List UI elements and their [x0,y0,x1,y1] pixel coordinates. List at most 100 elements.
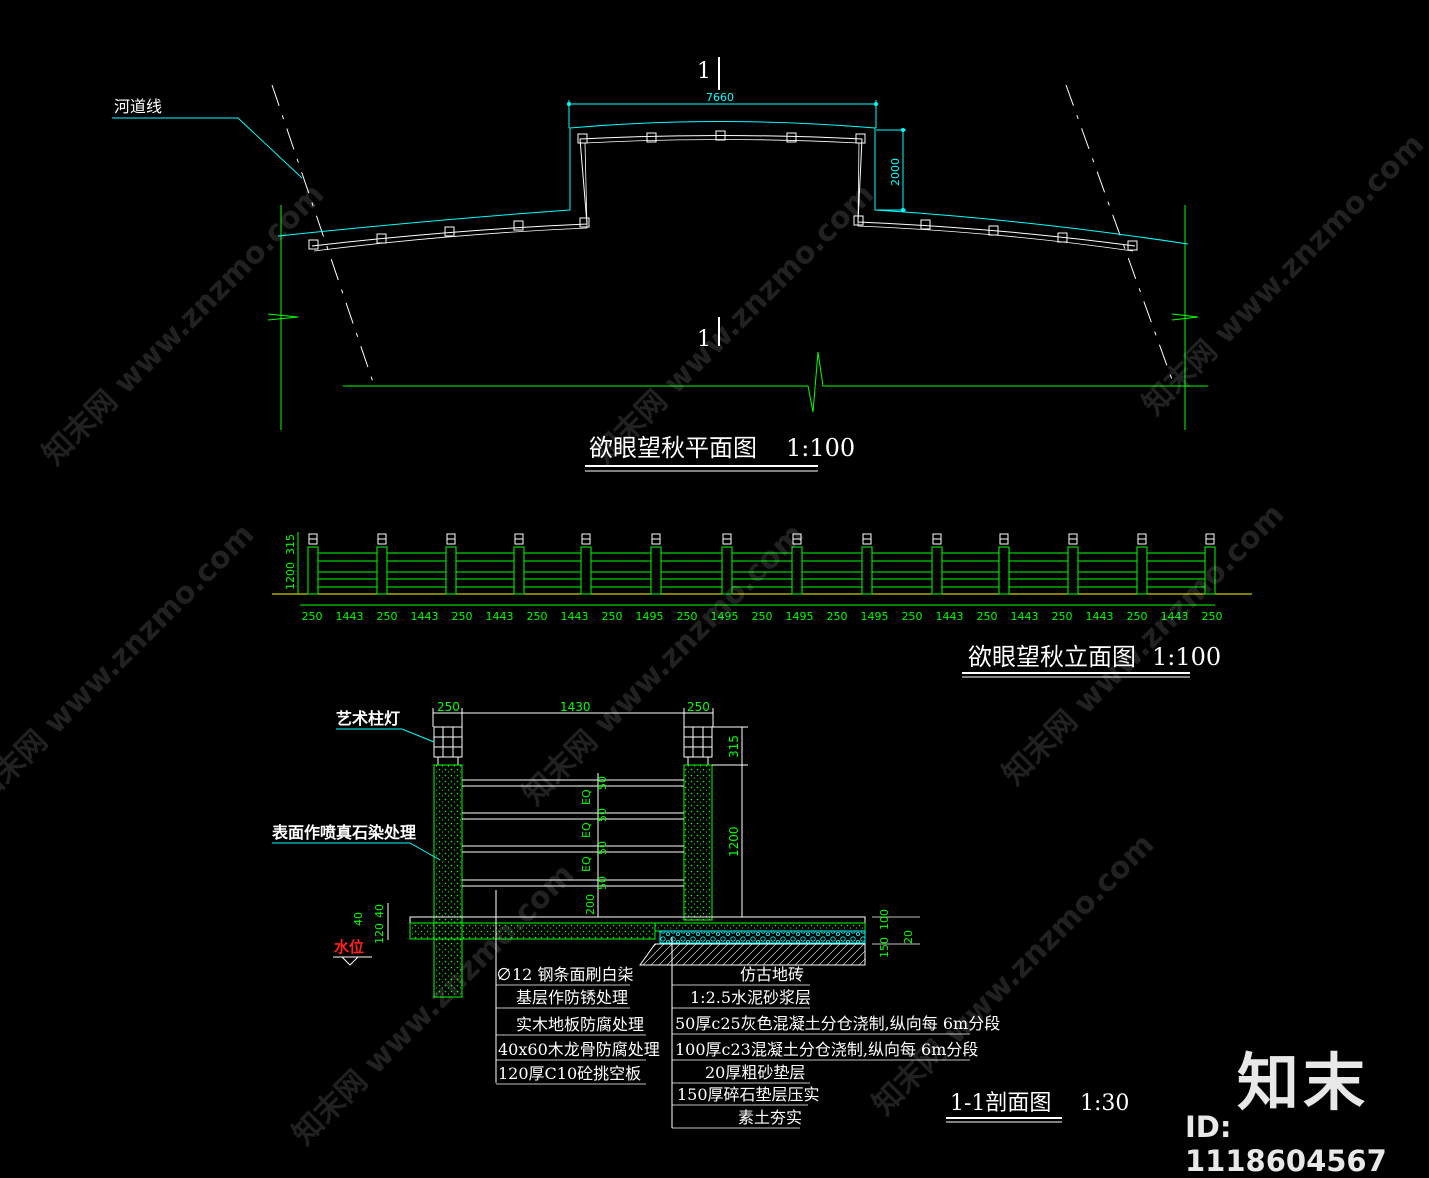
elevation-dim-label: 1443 [336,610,364,623]
rail-dim-label: 50 [596,808,609,822]
surface-label: 表面作喷真石染处理 [271,823,416,842]
elevation-post [650,533,662,595]
elevation-post [307,533,319,595]
right-note: 50厚c25灰色混凝土分仓浇制,纵向每 6m分段 [675,1014,1000,1033]
section-scale: 1:30 [1080,1091,1129,1116]
sec-dim-left-b: 40 [373,904,386,918]
plan-view: 河道线 7660 2000 [112,57,1208,472]
elevation-dim-label: 250 [1202,610,1223,623]
brand-logo: 知末 [1237,1046,1370,1119]
elevation-dim-label: 1495 [711,610,739,623]
sec-dim-height: 1200 [727,826,741,857]
elevation-dim-label: 1443 [486,610,514,623]
brand-block: 知末 ID: 1118604567 [1185,1032,1425,1178]
elevation-dim-label: 250 [977,610,998,623]
elevation-dim-label: 250 [302,610,323,623]
elev-dim-height: 1200 [284,562,297,590]
deck-slab [409,922,656,940]
water-level-label: 水位 [334,938,364,956]
elevation-dim-label: 1443 [936,610,964,623]
elevation-dim-label: 250 [677,610,698,623]
elevation-post [1067,533,1079,595]
sec-dim-span: 1430 [560,700,591,714]
elevation-dim-label: 1443 [561,610,589,623]
sec-dim-right-b: 150 [878,937,891,958]
river-line-label: 河道线 [114,97,162,116]
railing-outer [311,135,1136,247]
rail-dim-label: 50 [596,876,609,890]
left-note: 40x60木龙骨防腐处理 [498,1040,660,1059]
right-note: 150厚碎石垫层压实 [677,1085,820,1104]
elevation-post [580,533,592,595]
elevation-dim-label: 1495 [861,610,889,623]
elevation-dim-label: 250 [602,610,623,623]
elevation-post [861,533,873,595]
deck-outline [277,121,1189,245]
soil-layer [639,943,866,966]
sec-dim-right-c: 20 [902,930,915,944]
elevation-dim-label: 250 [377,610,398,623]
sec-dim-left-a: 40 [352,912,365,926]
elevation-dim-label: 250 [527,610,548,623]
left-note: 实木地板防腐处理 [516,1015,644,1034]
plan-title: 欲眼望秋平面图 [589,434,757,462]
elevation-dim-label: 1443 [1086,610,1114,623]
rail-dim-label: 50 [596,776,609,790]
gravel-layer [659,930,866,944]
section-mark-top: 1 [697,59,711,84]
right-note: 20厚粗砂垫层 [705,1063,805,1082]
rail-dim-label: EQ [580,789,593,805]
section-mark-bottom: 1 [697,327,711,352]
elevation-post [791,533,803,595]
elevation-dim-label: 1495 [786,610,814,623]
left-note: 120厚C10砼挑空板 [498,1064,641,1083]
right-note: 1:2.5水泥砂浆层 [690,988,811,1007]
sec-dim-post-left: 250 [437,700,460,714]
art-lamp-left [433,726,463,766]
elevation-dim-label: 1443 [1011,610,1039,623]
elevation-post [376,533,388,595]
elevation-scale: 1:100 [1152,643,1221,671]
right-note: 素土夯实 [738,1108,802,1127]
rail-dim-label: EQ [580,856,593,872]
art-lamp-label: 艺术柱灯 [336,709,400,728]
elevation-dim-label: 250 [1127,610,1148,623]
elevation-dim-label: 1495 [636,610,664,623]
river-line-right [1065,84,1176,389]
plan-scale: 1:100 [786,434,855,462]
elevation-post [931,533,943,595]
elevation-view: 315 1200 250 1443 250 1443 250 1443 250 1443 250… [272,532,1252,678]
plan-posts [308,130,1138,251]
break-line [343,351,1208,413]
elev-dim-cap: 315 [284,534,297,555]
elevation-post [513,533,525,595]
right-note: 仿古地砖 [740,965,804,984]
sec-dim-cap: 315 [727,735,741,758]
elevation-post [445,533,457,595]
sec-dim-left-c: 120 [373,923,386,944]
left-note: 基层作防锈处理 [516,988,628,1007]
elevation-dim-label: 250 [1052,610,1073,623]
dim-plan-depth: 2000 [889,158,902,186]
sec-dim-base: 200 [584,894,597,915]
elevation-dim-label: 250 [827,610,848,623]
elevation-post [998,533,1010,595]
elevation-dim-label: 1443 [1161,610,1189,623]
right-note: 100厚c23混凝土分仓浇制,纵向每 6m分段 [675,1040,978,1059]
sec-dim-post-right: 250 [687,700,710,714]
elevation-title: 欲眼望秋立面图 [968,643,1136,671]
rail-dim-label: 50 [596,841,609,855]
section-post-right [683,764,713,921]
sec-dim-right-a: 100 [878,909,891,930]
elevation-post [721,533,733,595]
art-lamp-right [683,726,713,766]
elevation-post [1136,533,1148,595]
section-rails [462,779,684,887]
elevation-post [1204,533,1216,595]
left-note: ∅12 钢条面刷白柒 [496,965,633,984]
elevation-dim-label: 250 [452,610,473,623]
elevation-dim-label: 250 [902,610,923,623]
river-leader [112,117,303,179]
